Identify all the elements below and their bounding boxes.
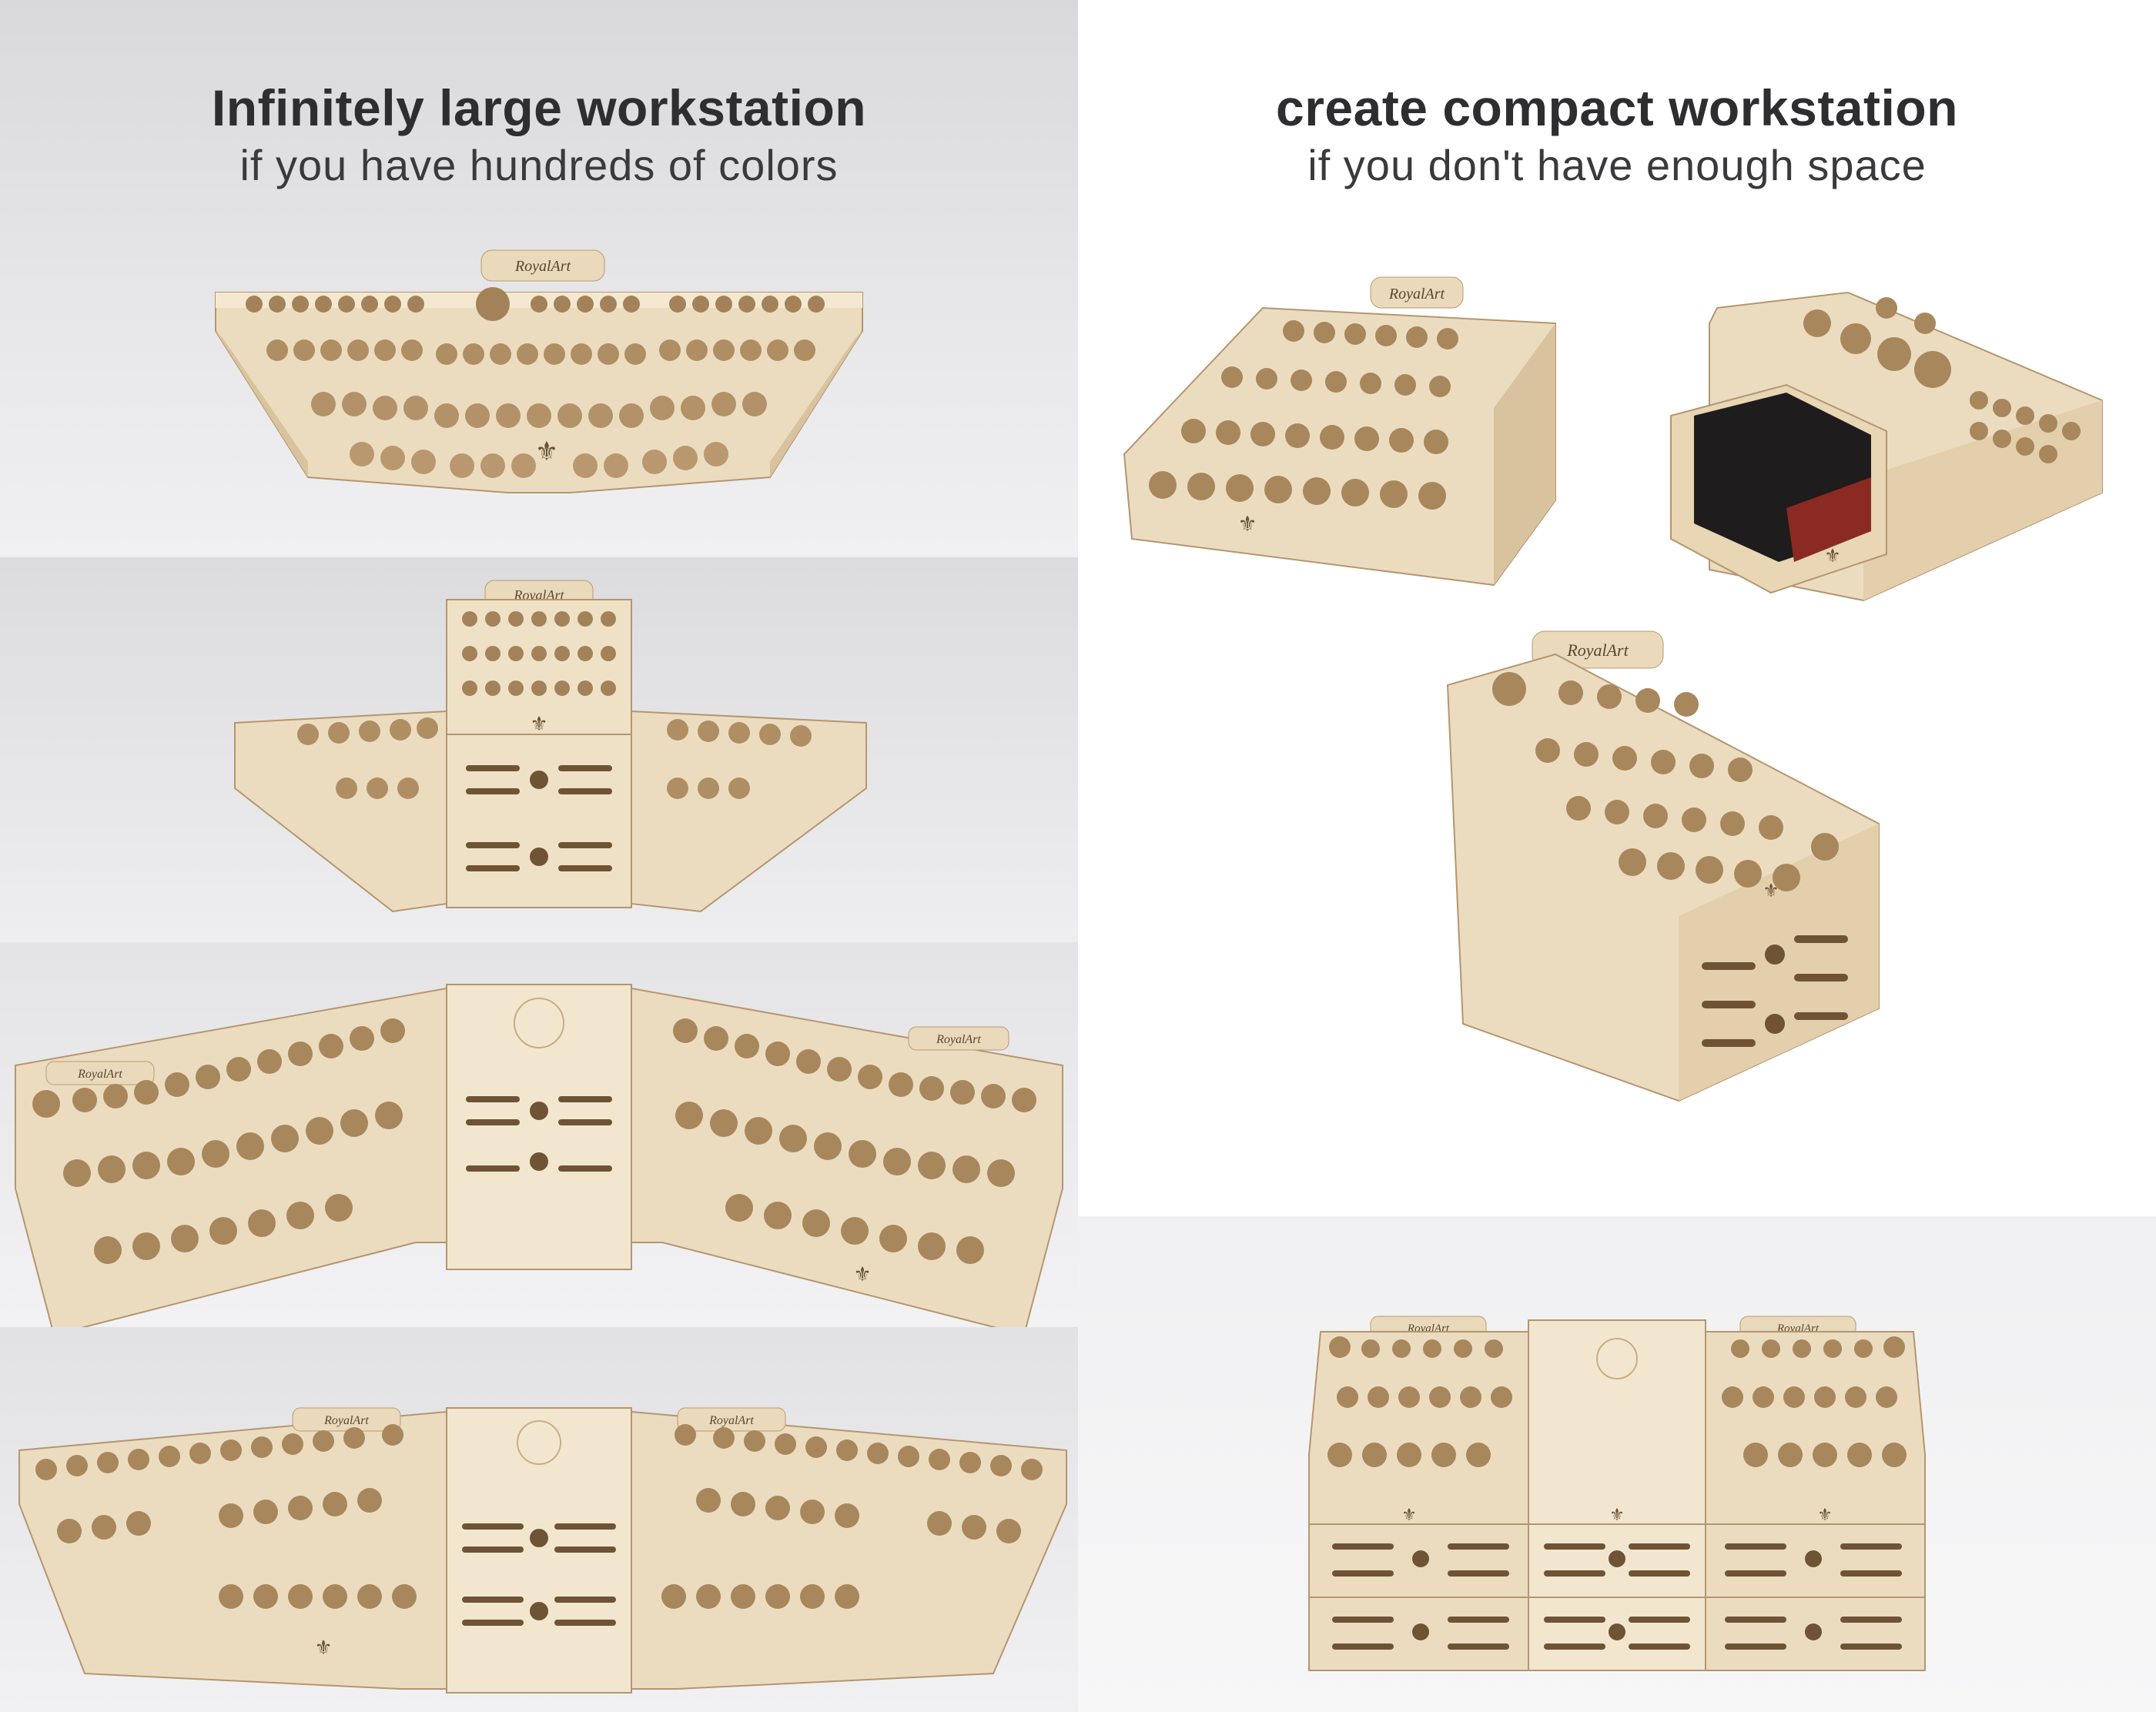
photo-large-workstation-tower: RoyalArt ⚜ (0, 557, 1078, 942)
workstation-illustration: RoyalArt ⚜ (234, 580, 867, 913)
brand-label: RoyalArt (1566, 640, 1629, 660)
workstation-illustration: RoyalArt RoyalArt ⚜ (15, 984, 1063, 1327)
fleur-de-lis-icon: ⚜ (1401, 1505, 1417, 1524)
photo-large-workstation-curved: Infinitely large workstation if you have… (0, 0, 1078, 557)
photo-large-workstation-front: RoyalArt RoyalArt ⚜ (0, 1327, 1078, 1712)
photo-compact-workstations: create compact workstation if you don't … (1078, 0, 2156, 1216)
workstation-illustration: RoyalArt RoyalArt ⚜ (18, 1407, 1067, 1694)
workstation-illustration: RoyalArt RoyalArt (1308, 1316, 1926, 1671)
fleur-de-lis-icon: ⚜ (1817, 1505, 1833, 1524)
left-subtitle: if you have hundreds of colors (239, 141, 839, 189)
fleur-de-lis-icon: ⚜ (853, 1262, 871, 1286)
brand-label: RoyalArt (708, 1414, 754, 1427)
fleur-de-lis-icon: ⚜ (1609, 1505, 1625, 1524)
fleur-de-lis-icon: ⚜ (314, 1636, 332, 1659)
brand-label: RoyalArt (936, 1033, 981, 1046)
fleur-de-lis-icon: ⚜ (1237, 512, 1257, 536)
workstation-illustration: RoyalArt ⚜ (215, 249, 863, 493)
left-title: Infinitely large workstation (211, 79, 867, 136)
right-subtitle: if you don't have enough space (1307, 141, 1927, 189)
brand-label: RoyalArt (514, 258, 571, 275)
workstation-illustration: RoyalArt ⚜ ⚜ RoyalArt (1123, 276, 2103, 1102)
brand-label: RoyalArt (77, 1068, 122, 1081)
fleur-de-lis-icon: ⚜ (530, 712, 547, 735)
fleur-de-lis-icon: ⚜ (1763, 881, 1779, 901)
photo-compact-workstation-block: RoyalArt RoyalArt (1078, 1216, 2156, 1712)
fleur-de-lis-icon: ⚜ (1824, 546, 1841, 567)
photo-large-workstation-wide-arc: RoyalArt RoyalArt ⚜ (0, 942, 1078, 1327)
fleur-de-lis-icon: ⚜ (535, 437, 558, 466)
brand-label: RoyalArt (1388, 286, 1445, 303)
brand-label: RoyalArt (323, 1414, 369, 1427)
right-title: create compact workstation (1276, 79, 1958, 136)
